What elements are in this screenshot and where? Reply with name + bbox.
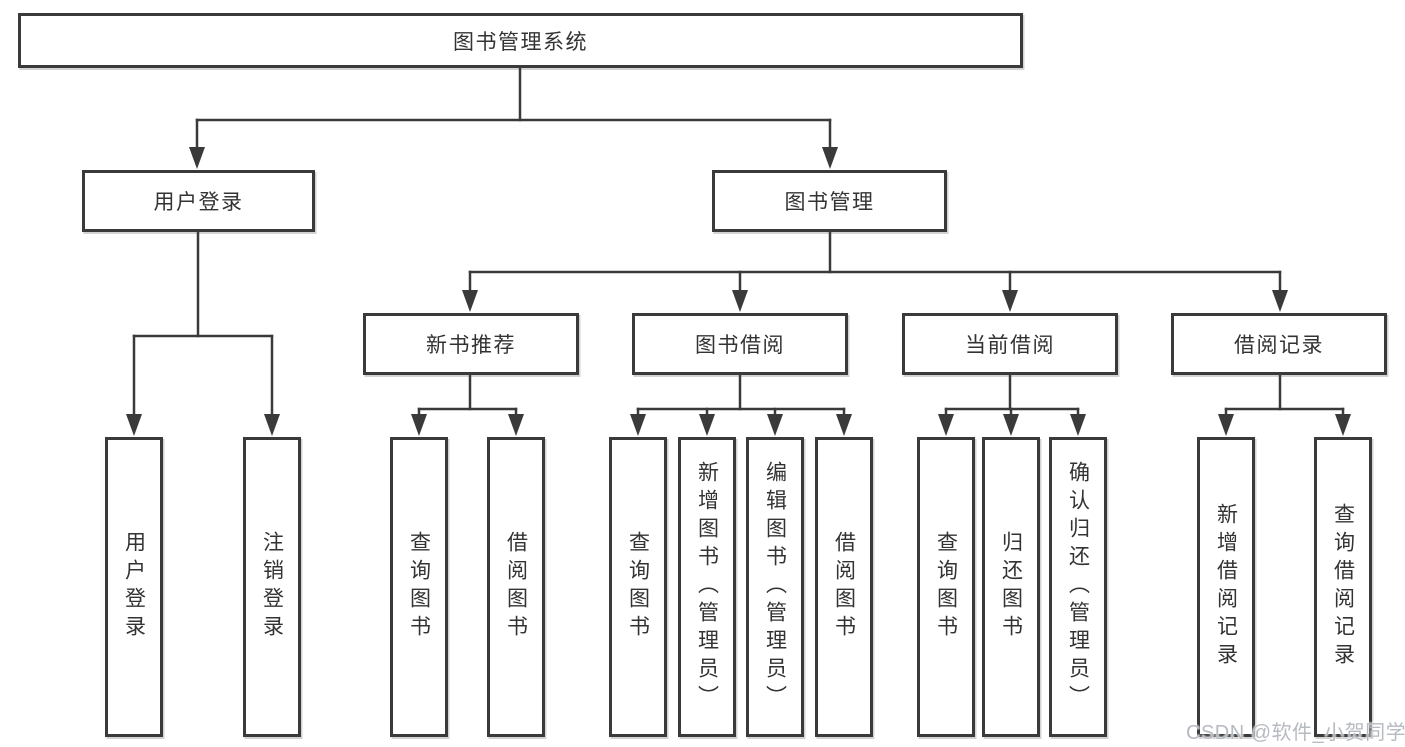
leaf-query-book-current: 查询图书	[917, 437, 975, 737]
node-root-library-system: 图书管理系统	[18, 13, 1023, 68]
node-book-management: 图书管理	[712, 170, 947, 232]
node-label: 图书借阅	[695, 334, 785, 357]
node-borrow-record: 借阅记录	[1171, 313, 1387, 375]
node-user-login: 用户登录	[82, 170, 315, 232]
node-book-borrow: 图书借阅	[632, 313, 848, 375]
leaf-logout: 注销登录	[243, 437, 301, 737]
node-current-borrow: 当前借阅	[902, 313, 1118, 375]
node-label: 图书管理	[784, 191, 875, 214]
leaf-borrow-book-rec: 借阅图书	[487, 437, 545, 737]
node-label: 查询图书	[407, 531, 431, 643]
node-label: 查询图书	[934, 531, 958, 643]
leaf-confirm-return-admin: 确认归还（管理员）	[1049, 437, 1107, 737]
node-label: 新增图书（管理员）	[695, 461, 719, 713]
csdn-watermark: CSDN @软件_小贺同学	[1186, 722, 1405, 744]
leaf-edit-book-admin: 编辑图书（管理员）	[746, 437, 804, 737]
node-label: 用户登录	[122, 531, 146, 643]
node-label: 借阅记录	[1234, 334, 1324, 357]
node-label: 新增借阅记录	[1214, 503, 1238, 671]
leaf-user-login: 用户登录	[105, 437, 163, 737]
leaf-return-book: 归还图书	[982, 437, 1040, 737]
node-label: 查询借阅记录	[1331, 503, 1355, 671]
leaf-add-borrow-record: 新增借阅记录	[1197, 437, 1255, 737]
node-label: 借阅图书	[832, 531, 856, 643]
node-label: 图书管理系统	[453, 30, 588, 54]
node-label: 编辑图书（管理员）	[763, 461, 787, 713]
node-label: 用户登录	[153, 191, 244, 214]
node-label: 归还图书	[999, 531, 1023, 643]
leaf-query-borrow-record: 查询借阅记录	[1314, 437, 1372, 737]
node-label: 借阅图书	[504, 531, 528, 643]
leaf-query-book-borrow: 查询图书	[609, 437, 667, 737]
node-new-book-recommend: 新书推荐	[363, 313, 579, 375]
leaf-borrow-book: 借阅图书	[815, 437, 873, 737]
node-label: 新书推荐	[426, 334, 516, 357]
node-label: 注销登录	[260, 531, 284, 643]
leaf-query-book-rec: 查询图书	[390, 437, 448, 737]
node-label: 查询图书	[626, 531, 650, 643]
node-label: 确认归还（管理员）	[1066, 461, 1090, 713]
leaf-add-book-admin: 新增图书（管理员）	[678, 437, 736, 737]
node-label: 当前借阅	[965, 334, 1055, 357]
